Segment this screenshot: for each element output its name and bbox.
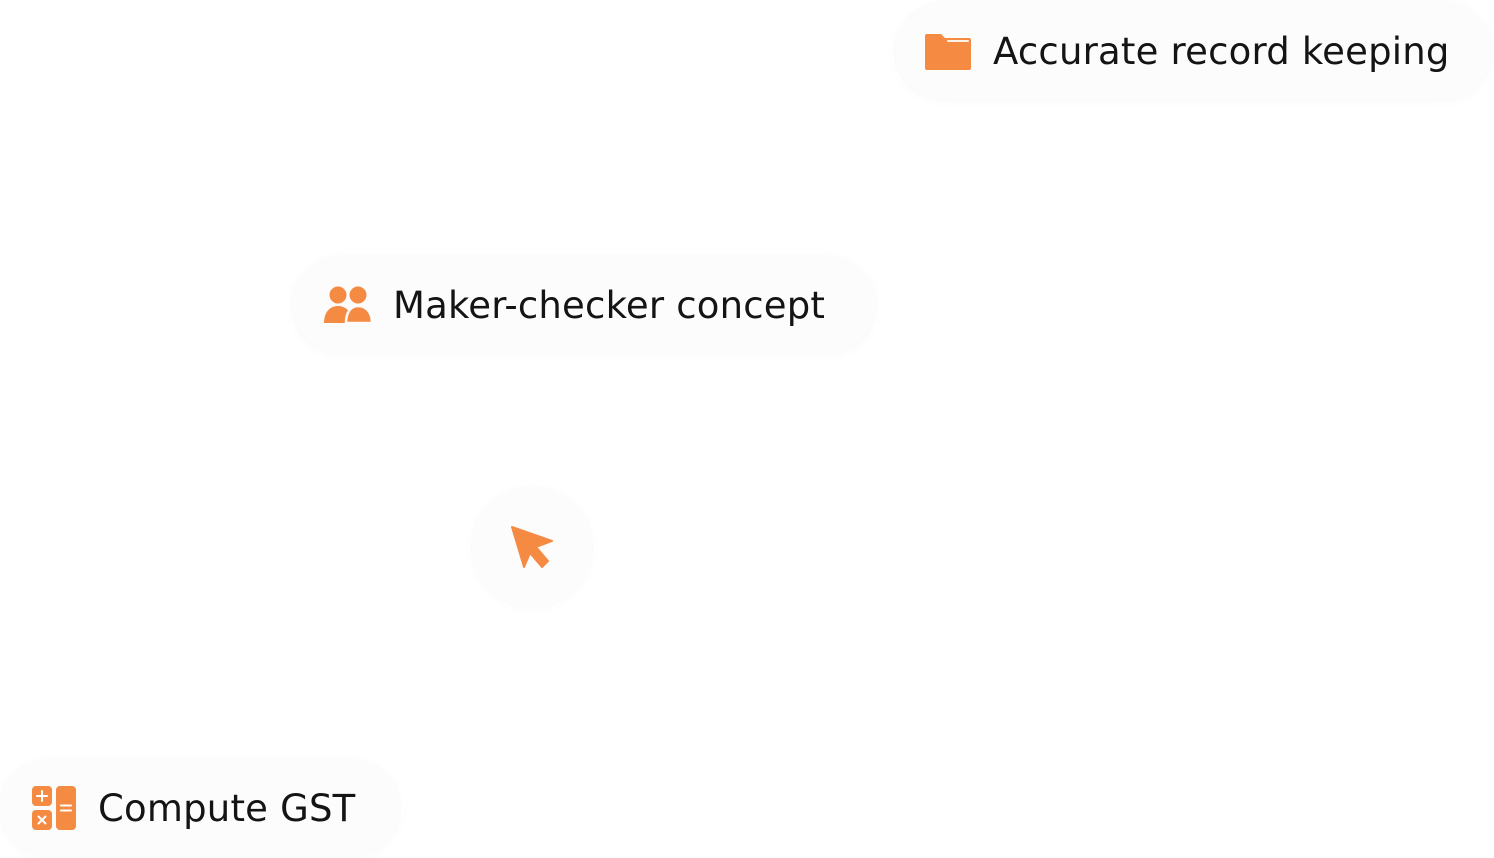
feature-label-maker-checker: Maker-checker concept	[393, 283, 826, 327]
folder-icon	[923, 31, 973, 71]
calculator-icon	[31, 785, 77, 831]
feature-pill-maker-checker: Maker-checker concept	[292, 256, 876, 354]
cursor-bubble	[472, 487, 592, 607]
feature-pill-record-keeping: Accurate record keeping	[895, 2, 1492, 100]
cursor-pointer-icon	[508, 523, 556, 571]
feature-label-compute-gst: Compute GST	[98, 786, 356, 830]
feature-label-record-keeping: Accurate record keeping	[993, 29, 1450, 73]
users-icon	[323, 285, 373, 325]
feature-pill-compute-gst: Compute GST	[0, 759, 400, 857]
